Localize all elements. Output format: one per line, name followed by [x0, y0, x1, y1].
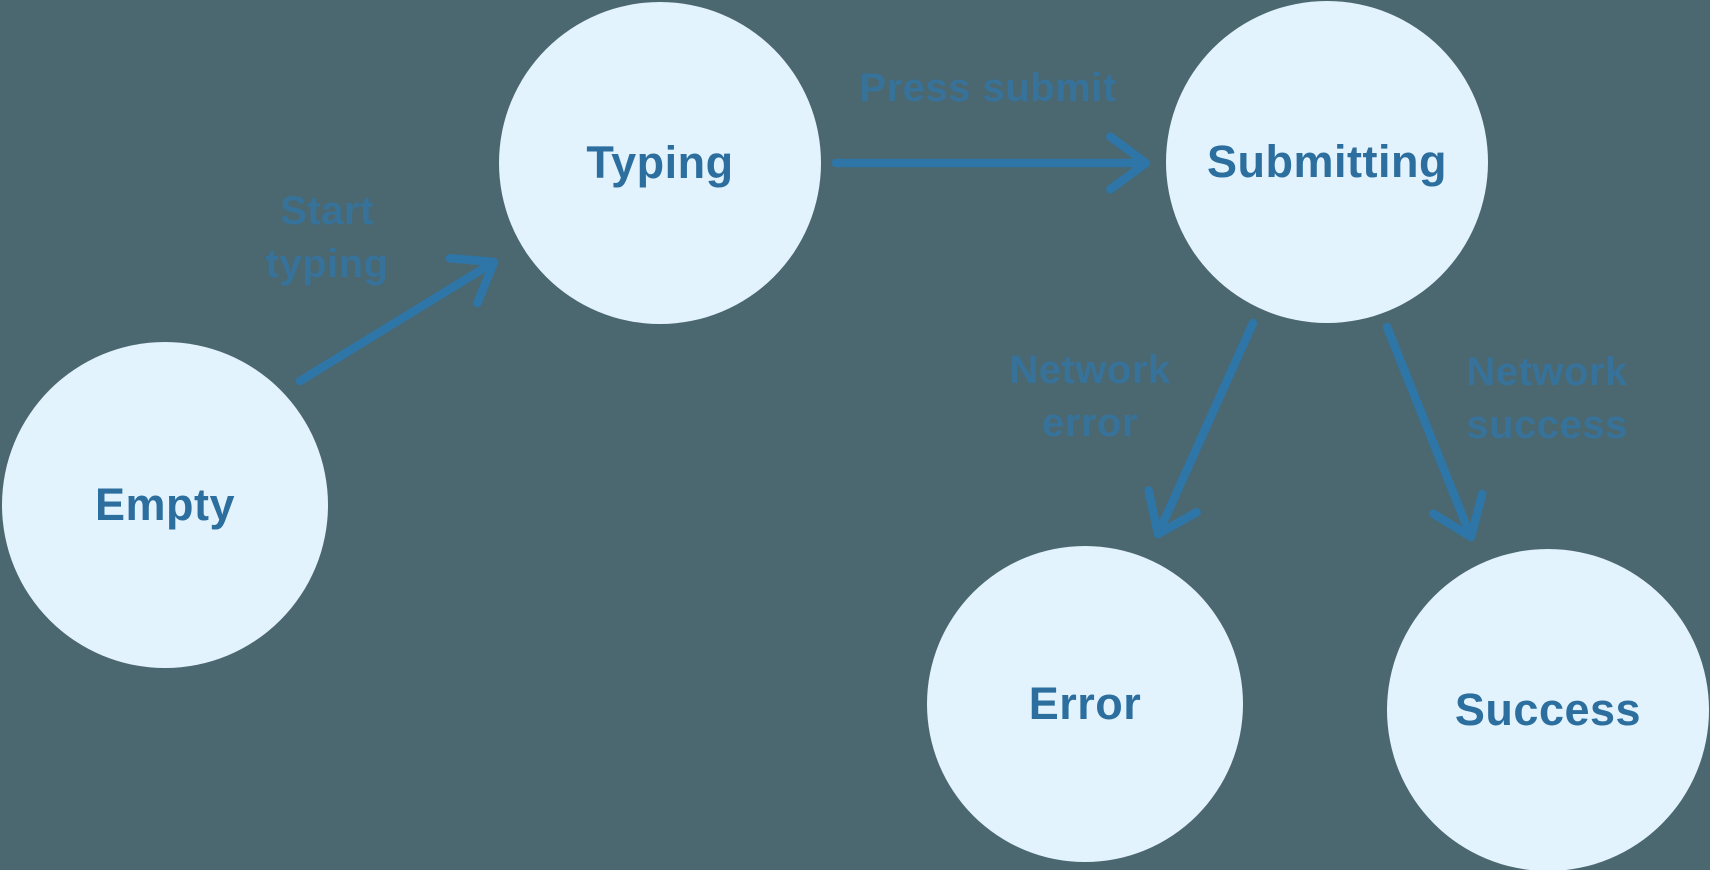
state-label-typing: Typing — [586, 137, 734, 188]
transition-arrow-network-success — [1382, 322, 1487, 542]
edge-label-line: Press submit — [859, 66, 1117, 110]
edge-label-line: error — [1042, 401, 1138, 445]
state-label-empty: Empty — [94, 479, 236, 530]
edge-label-line: Network — [1009, 348, 1171, 392]
state-label-success: Success — [1454, 684, 1642, 735]
state-node-submitting: Submitting — [1166, 1, 1488, 323]
edge-label-network-success: Network success — [1466, 346, 1627, 452]
edge-label-line: typing — [265, 242, 389, 286]
state-node-typing: Typing — [499, 2, 821, 324]
state-node-error: Error — [927, 546, 1243, 862]
state-label-error: Error — [1028, 678, 1142, 729]
state-node-success: Success — [1387, 549, 1709, 870]
edge-label-press-submit: Press submit — [859, 62, 1116, 115]
edge-label-line: Start — [280, 189, 374, 233]
state-node-empty: Empty — [2, 342, 328, 668]
edge-label-line: Network — [1466, 350, 1628, 394]
edge-label-line: success — [1466, 403, 1628, 447]
edge-label-network-error: Network error — [1009, 344, 1170, 450]
edge-label-start-typing: Start typing — [266, 185, 389, 291]
transition-arrow-start-typing — [295, 253, 499, 386]
transition-arrow-network-error — [1144, 318, 1258, 539]
state-label-submitting: Submitting — [1207, 136, 1447, 187]
